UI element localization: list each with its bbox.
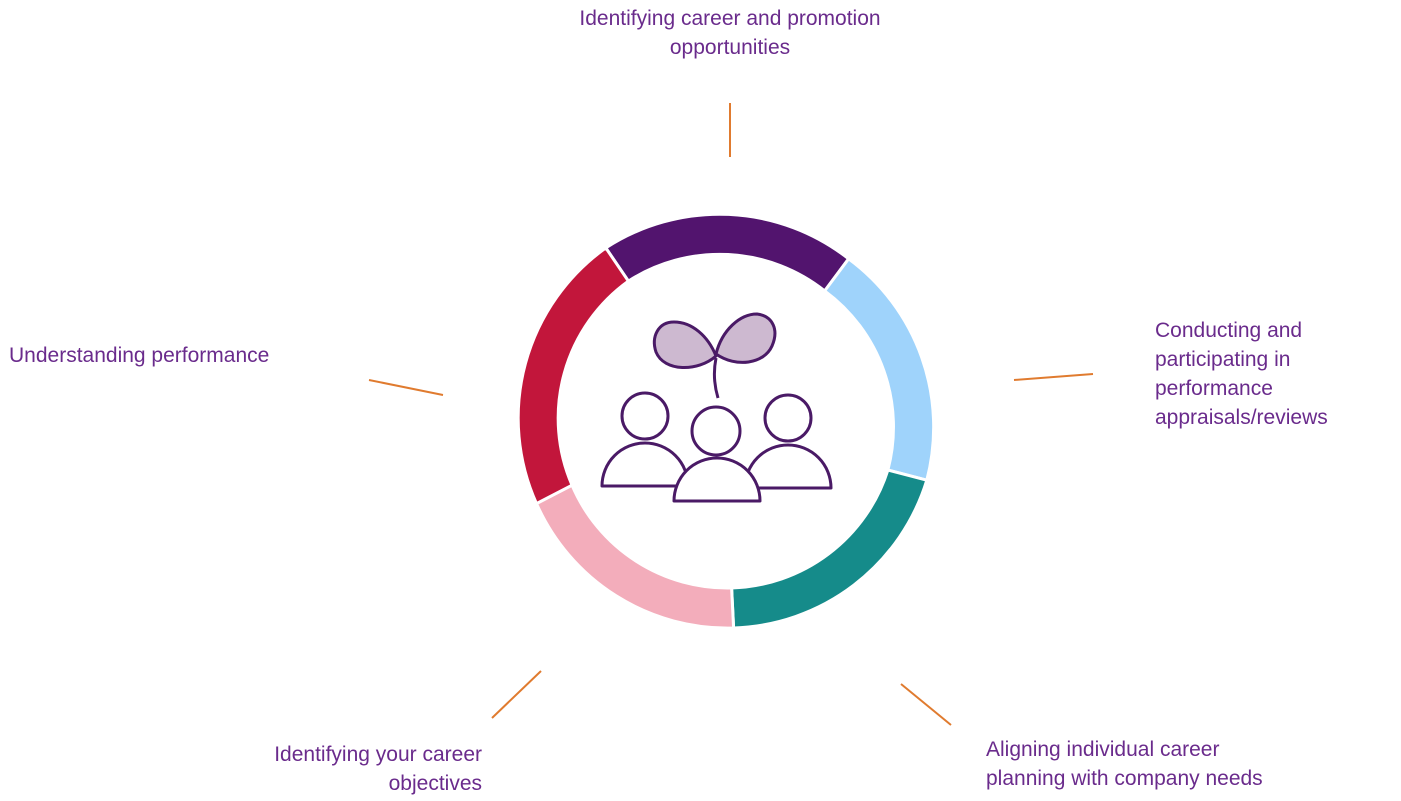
person-right-body-icon — [743, 443, 833, 490]
connectors — [368, 103, 1094, 726]
sprout-leaf-right-icon — [714, 312, 777, 364]
connector-left — [368, 379, 444, 396]
sprout-stem — [712, 357, 720, 399]
person-center-head-icon — [690, 405, 742, 457]
connector-right — [1013, 373, 1094, 381]
label-career-objectives: Identifying your career objectives — [274, 743, 482, 795]
person-left-head-icon — [620, 391, 670, 441]
ring-segment-career-objectives — [534, 483, 736, 630]
ring-segment-identifying-career-promotion — [603, 212, 851, 294]
team-growth-icon — [600, 312, 833, 503]
ring — [516, 212, 936, 630]
label-aligning-career-planning: Aligning individual career planning with… — [986, 738, 1263, 790]
person-left-body-icon — [600, 441, 690, 488]
person-center-body-icon — [672, 456, 762, 503]
connector-bottom-right — [900, 683, 952, 726]
label-identifying-career-promotion: Identifying career and promotion opportu… — [579, 7, 881, 59]
person-right-head-icon — [763, 393, 813, 443]
ring-segment-understanding-performance — [516, 245, 631, 506]
sprout-leaf-left-icon — [652, 320, 718, 369]
label-performance-appraisals: Conducting and participating in performa… — [1155, 319, 1328, 429]
ring-segment-performance-appraisals — [822, 256, 936, 483]
label-understanding-performance: Understanding performance — [9, 344, 270, 367]
connector-bottom-left — [491, 670, 542, 719]
